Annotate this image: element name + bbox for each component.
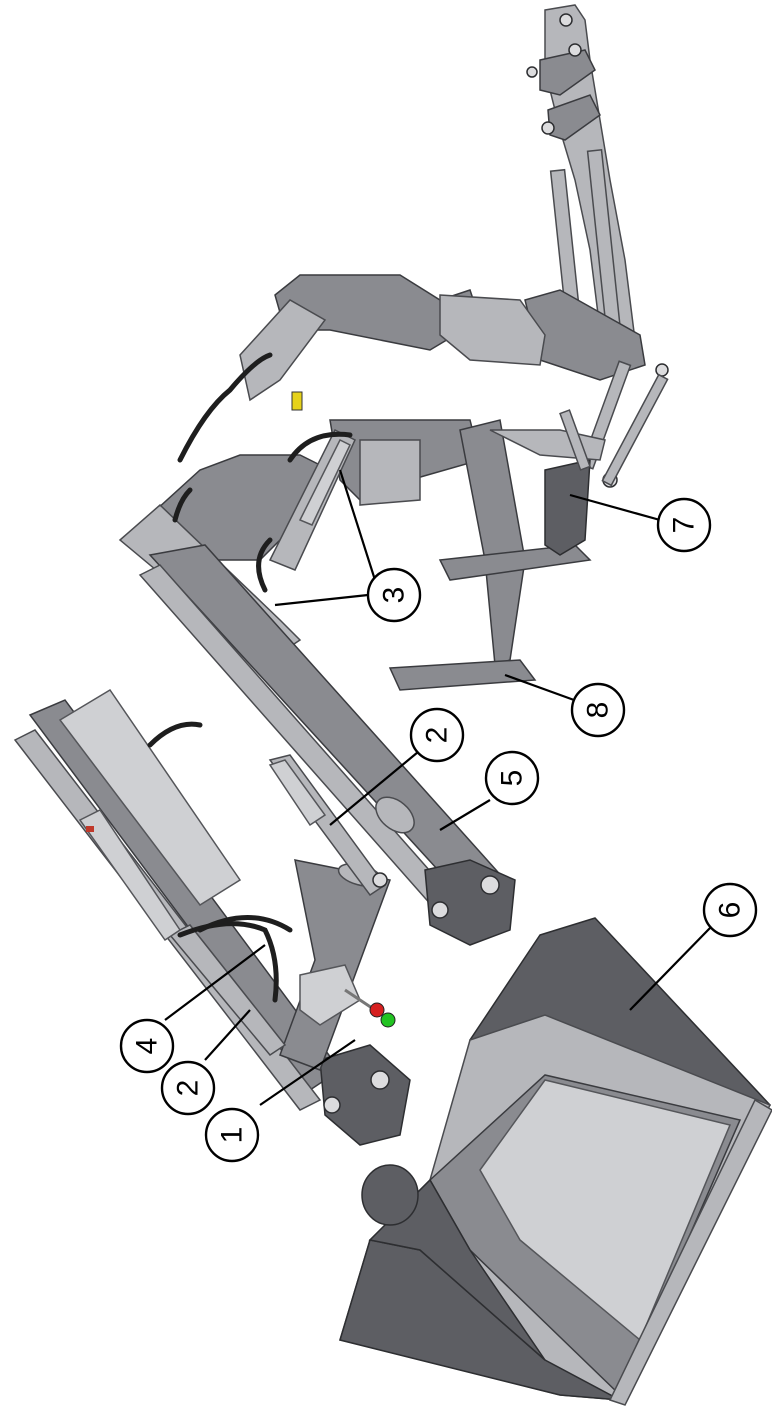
callout-3: 3 bbox=[274, 469, 422, 623]
callout-4-label: 4 bbox=[131, 1038, 164, 1055]
callout-6: 6 bbox=[629, 882, 758, 1011]
lift-cylinder-left bbox=[78, 809, 287, 1056]
callout-7: 7 bbox=[569, 493, 712, 553]
callout-1-label: 1 bbox=[216, 1127, 249, 1144]
callout-5: 5 bbox=[439, 750, 540, 831]
tilt-cylinder bbox=[256, 428, 356, 593]
callout-2-upper: 2 bbox=[329, 707, 465, 826]
callout-2-lower-label: 2 bbox=[172, 1080, 205, 1097]
loader-arm-right bbox=[138, 544, 516, 946]
callout-1: 1 bbox=[204, 1039, 356, 1163]
callout-2-lower: 2 bbox=[160, 1009, 251, 1116]
callout-7-label: 7 bbox=[668, 517, 701, 534]
callout-8: 8 bbox=[504, 673, 626, 738]
attachment-tines bbox=[388, 409, 606, 691]
lift-cylinder-right bbox=[268, 754, 388, 897]
callout-8-label: 8 bbox=[582, 702, 615, 719]
callout-5-label: 5 bbox=[496, 770, 529, 787]
callout-4: 4 bbox=[119, 944, 266, 1074]
callout-3-label: 3 bbox=[378, 587, 411, 604]
hydraulic-valve bbox=[147, 352, 396, 1028]
callout-2-upper-label: 2 bbox=[421, 727, 454, 744]
bucket bbox=[339, 917, 772, 1406]
mounting-frame bbox=[524, 4, 669, 488]
callout-6-label: 6 bbox=[714, 902, 747, 919]
